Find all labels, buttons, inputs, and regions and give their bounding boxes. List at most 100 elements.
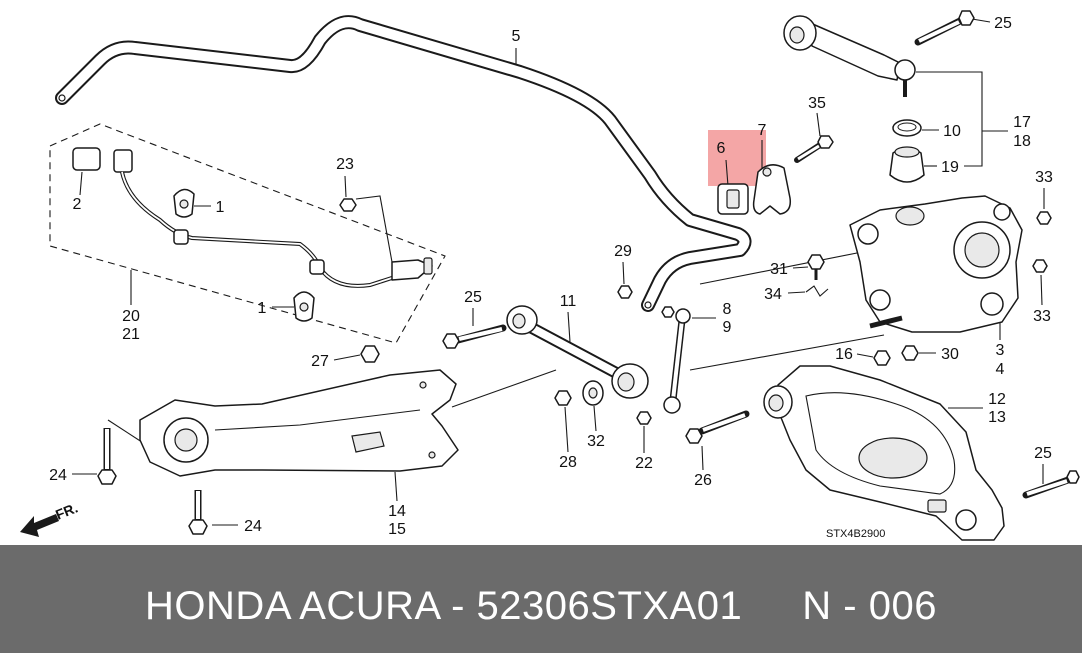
stabilizer-link-bottom-joint	[663, 396, 681, 414]
bolt-24-left	[97, 428, 117, 485]
upper-arm-ball-joint	[894, 59, 916, 81]
control-link-arm	[528, 324, 626, 380]
stabilizer-bushing-6-slot	[726, 189, 740, 209]
lower-control-arm-pocket	[805, 392, 956, 495]
bushing-19	[889, 146, 925, 183]
bolt-24-bottom	[188, 490, 208, 535]
callout-24-left: 24	[49, 467, 67, 484]
highlight-box-part-6	[708, 130, 766, 186]
bolt-25-upper-head	[958, 10, 975, 26]
callout-11: 11	[560, 293, 577, 310]
callout-3: 3	[996, 342, 1005, 359]
callout-18: 18	[1013, 133, 1031, 150]
lower-control-arm-mount-pad	[927, 499, 947, 513]
bolt-35-head	[817, 135, 834, 149]
callout-34: 34	[764, 286, 782, 303]
callout-21: 21	[122, 326, 140, 343]
bolt-25-upper-shank-fill	[918, 20, 960, 43]
trailing-arm-hole	[419, 381, 427, 389]
assembly-line-trailing-arm	[451, 369, 557, 408]
callout-33-lower: 33	[1033, 308, 1051, 325]
upper-arm-bushing-core	[789, 26, 805, 44]
leader-line-14-15	[394, 471, 398, 502]
bolt-25-mid-shank-fill	[458, 327, 503, 341]
callout-9: 9	[723, 319, 732, 336]
control-link-front-bushing-core	[512, 313, 526, 329]
bolt-31-head	[807, 254, 825, 270]
bolt-26-shank-fill	[702, 413, 746, 432]
trailing-arm-slot	[351, 431, 385, 453]
callout-24-bottom: 24	[244, 518, 262, 535]
knuckle-top-ear	[993, 203, 1011, 221]
knuckle	[849, 195, 1023, 333]
callout-13: 13	[988, 409, 1006, 426]
clip-1-upper-hole	[179, 199, 189, 209]
sensor-harness-connector	[113, 149, 133, 173]
front-label: FR.	[53, 499, 80, 522]
nut-29	[617, 285, 633, 299]
washer-32-inner	[588, 387, 598, 399]
stabilizer-bar-eye	[58, 94, 66, 102]
leader-line-6	[725, 159, 729, 187]
callout-25-upper-arm-bolt: 25	[994, 15, 1012, 32]
bolt-25-upper	[914, 10, 975, 46]
bolt-35-shank-fill	[797, 144, 820, 161]
callout-7: 7	[758, 122, 767, 139]
lower-control-arm-pocket-floor	[858, 437, 928, 479]
front-arrow-icon	[20, 514, 59, 537]
stabilizer-link-rod-fill	[671, 319, 684, 401]
stabilizer-bar-link-eye	[644, 301, 652, 309]
bolt-23-head	[339, 198, 357, 212]
leader-line-23	[344, 175, 347, 198]
callout-19: 19	[941, 159, 959, 176]
nut-33-lower	[1032, 259, 1048, 273]
nut-30	[901, 345, 919, 361]
leader-line-23-wire	[355, 195, 393, 263]
sensor-tip	[423, 257, 433, 275]
bolt-25-mid-head	[442, 333, 460, 349]
parts-diagram-canvas: 5 25 35 7 6 17 18 10 19 33 23 2 1 20 21 …	[20, 10, 1080, 541]
clip-34	[805, 285, 829, 297]
wheel-speed-sensor	[72, 147, 433, 288]
trailing-arm-end-hole	[428, 451, 436, 459]
front-direction-indicator: FR.	[20, 499, 80, 537]
lower-control-arm-rear-bushing	[955, 509, 977, 531]
clip-1-upper	[173, 188, 195, 218]
stabilizer-bracket-7-body	[752, 164, 792, 215]
callout-27: 27	[311, 353, 329, 370]
knuckle-upper-mount	[895, 206, 925, 226]
callout-28: 28	[559, 454, 577, 471]
washer-32	[582, 380, 604, 406]
callout-14: 14	[388, 503, 406, 520]
stabilizer-bar-body	[57, 17, 750, 310]
bolt-24-left-head	[97, 469, 117, 485]
callout-1-upper: 1	[216, 199, 225, 216]
control-link-11	[506, 305, 649, 399]
stabilizer-bracket-7	[752, 164, 792, 215]
callout-22: 22	[635, 455, 653, 472]
leader-line-16	[856, 353, 874, 358]
callout-25-mid-bolt: 25	[464, 289, 482, 306]
leader-line-25-upper	[971, 18, 991, 23]
sensor-grommet	[173, 229, 189, 245]
leader-line-29	[622, 261, 625, 285]
bolt-35	[794, 135, 834, 163]
nut-22	[636, 411, 652, 425]
seal-10-inner	[897, 122, 917, 132]
bolt-25-lower-shank-fill	[1026, 479, 1068, 496]
callout-5: 5	[512, 28, 521, 45]
trailing-arm-bushing-core	[174, 428, 198, 452]
callout-6: 6	[717, 140, 726, 157]
leader-line-11	[567, 311, 571, 343]
knuckle-front-mount	[857, 223, 879, 245]
parts-diagram: 5 25 35 7 6 17 18 10 19 33 23 2 1 20 21 …	[20, 10, 1080, 541]
trailing-arm-body	[139, 369, 459, 477]
callout-25-lower-bolt: 25	[1034, 445, 1052, 462]
clip-1-lower-hole	[299, 302, 309, 312]
callout-1-lower: 1	[258, 300, 267, 317]
lower-control-arm-front-bushing-core	[768, 394, 784, 412]
part-banner: HONDA ACURA - 52306STXA01 N - 006	[0, 545, 1082, 653]
bolt-25-mid	[442, 324, 507, 349]
stabilizer-link-nut	[661, 306, 675, 318]
sensor-wire	[120, 171, 399, 288]
